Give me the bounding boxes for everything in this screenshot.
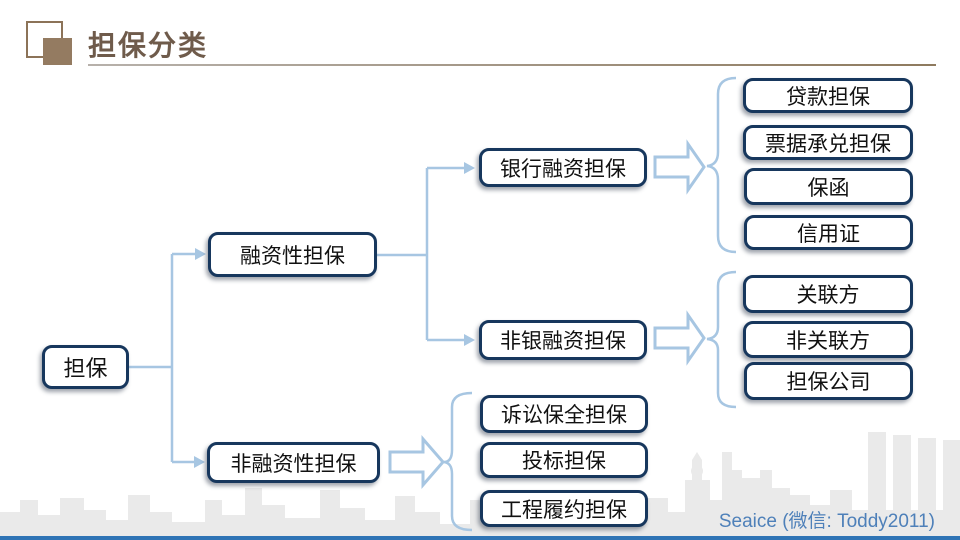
title-underline xyxy=(88,64,936,66)
block-arrow-bank-financing-icon xyxy=(653,139,706,195)
node-project-performance-guarantee[interactable]: 工程履约担保 xyxy=(480,490,648,527)
connector-root-to-children xyxy=(129,252,197,464)
arrowhead-to-nonbank-financing-icon xyxy=(464,334,475,346)
node-letter-of-guarantee[interactable]: 保函 xyxy=(744,168,913,205)
block-arrow-nonbank-financing-icon xyxy=(653,310,706,366)
bottom-border-bar xyxy=(0,536,960,540)
arrowhead-to-financing-icon xyxy=(195,248,206,260)
node-letter-of-credit[interactable]: 信用证 xyxy=(744,215,913,250)
node-non-related-party[interactable]: 非关联方 xyxy=(743,321,913,358)
node-financing-guarantee[interactable]: 融资性担保 xyxy=(208,232,377,277)
node-loan-guarantee[interactable]: 贷款担保 xyxy=(743,78,913,113)
title-decoration-filled-square xyxy=(43,38,72,65)
node-nonbank-financing-guarantee[interactable]: 非银融资担保 xyxy=(479,320,647,360)
node-non-financing-guarantee[interactable]: 非融资性担保 xyxy=(207,442,380,483)
brace-nonbank-financing-leaves xyxy=(706,270,737,409)
arrowhead-to-non-financing-icon xyxy=(194,456,205,468)
pearl-tower-bulb xyxy=(691,465,703,477)
connector-financing-to-children xyxy=(377,166,466,342)
brace-non-financing-leaves xyxy=(443,391,473,532)
slide-title: 担保分类 xyxy=(88,30,209,61)
node-litigation-preservation-guarantee[interactable]: 诉讼保全担保 xyxy=(480,395,648,433)
node-bank-financing-guarantee[interactable]: 银行融资担保 xyxy=(479,148,647,187)
watermark-text: Seaice (微信: Toddy2011) xyxy=(718,511,935,532)
arrowhead-to-bank-financing-icon xyxy=(464,162,475,174)
brace-bank-financing-leaves xyxy=(706,76,737,254)
node-bid-guarantee[interactable]: 投标担保 xyxy=(480,442,648,478)
node-bill-acceptance-guarantee[interactable]: 票据承兑担保 xyxy=(743,125,913,160)
node-root-guarantee[interactable]: 担保 xyxy=(42,345,129,389)
node-related-party[interactable]: 关联方 xyxy=(743,275,913,313)
node-guarantee-company[interactable]: 担保公司 xyxy=(744,362,913,400)
block-arrow-non-financing-icon xyxy=(388,434,445,490)
